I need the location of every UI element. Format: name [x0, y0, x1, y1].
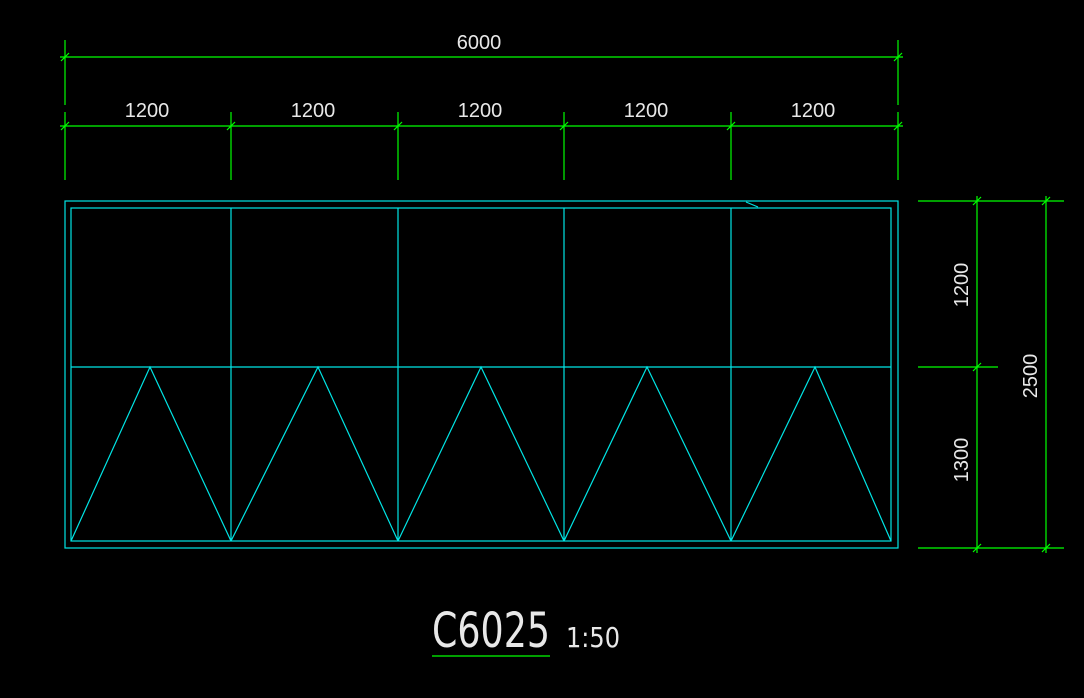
window-code-title: C6025 [432, 603, 550, 659]
segment-label-5: 1200 [791, 100, 836, 122]
height-dimensions [918, 196, 1064, 553]
drawing-scale: 1:50 [566, 621, 620, 654]
segment-dimension-chain [60, 112, 903, 180]
overall-width-dimension [60, 40, 903, 105]
opening-indicators [70, 365, 892, 542]
segment-label-1: 1200 [125, 100, 170, 122]
segment-label-2: 1200 [291, 100, 336, 122]
segment-label-4: 1200 [624, 100, 669, 122]
upper-height-label: 1200 [951, 263, 973, 308]
window-frame [64, 200, 899, 549]
overall-width-label: 6000 [457, 32, 502, 54]
lower-height-label: 1300 [951, 438, 973, 483]
segment-label-3: 1200 [458, 100, 503, 122]
overall-height-label: 2500 [1020, 354, 1042, 399]
